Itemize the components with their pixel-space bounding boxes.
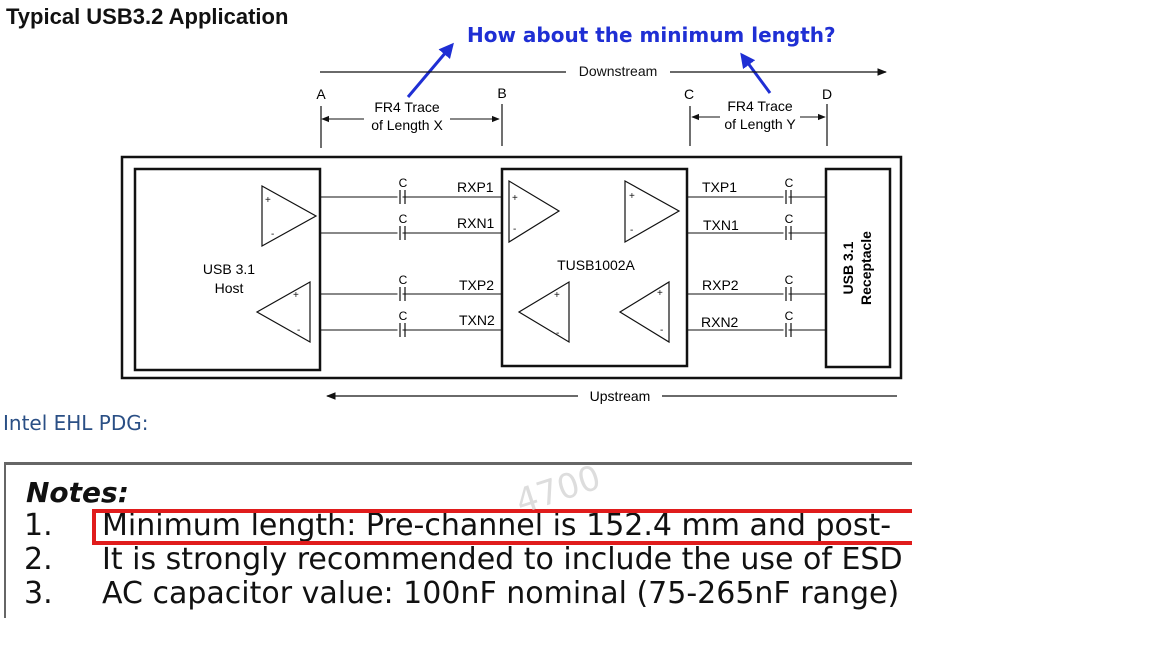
point-a: A xyxy=(316,86,326,102)
redriver-buffer-2 xyxy=(624,179,681,244)
notes-top-border xyxy=(4,462,912,465)
redriver-buffer-4 xyxy=(618,280,670,344)
signal-rxp2: RXP2 xyxy=(702,277,739,293)
sign: - xyxy=(297,325,300,336)
page-title: Typical USB3.2 Application xyxy=(6,4,289,29)
board-outline xyxy=(120,155,903,380)
cap-label: C xyxy=(785,273,794,287)
trace-y-label-1: FR4 Trace xyxy=(727,98,793,114)
sign: + xyxy=(512,193,518,204)
redriver-buffer-3 xyxy=(517,280,570,344)
signal-rxp1: RXP1 xyxy=(457,179,494,195)
usb-diagram: Downstream A B C D FR4 Trace of Length X… xyxy=(120,42,903,404)
usb-receptacle-block xyxy=(824,167,892,369)
question-arrow-left xyxy=(406,42,454,98)
note-text: It is strongly recommended to include th… xyxy=(102,542,903,577)
signal-rxn1: RXN1 xyxy=(457,215,495,231)
cap-label: C xyxy=(399,273,408,287)
sign: + xyxy=(554,290,560,301)
note-number: 2. xyxy=(24,542,53,577)
point-c: C xyxy=(684,86,694,102)
cap-label: C xyxy=(399,212,408,226)
upstream-label: Upstream xyxy=(590,388,651,404)
trace-x-label-2: of Length X xyxy=(371,117,443,133)
trace-x-label-1: FR4 Trace xyxy=(374,99,440,115)
trace-y-label-2: of Length Y xyxy=(724,116,796,132)
redriver-label: TUSB1002A xyxy=(557,257,635,273)
receptacle-label-2: Receptacle xyxy=(858,231,874,305)
sign: - xyxy=(513,224,516,235)
cap-label: C xyxy=(785,212,794,226)
receptacle-label-1: USB 3.1 xyxy=(840,241,856,294)
signal-txp2: TXP2 xyxy=(459,277,494,293)
cap-label: C xyxy=(399,309,408,323)
question-arrow-right xyxy=(740,52,772,94)
host-rx-buffer xyxy=(255,280,311,344)
cap-label: C xyxy=(785,309,794,323)
intel-pdg-label: Intel EHL PDG: xyxy=(3,411,149,435)
question-annotation: How about the minimum length? xyxy=(467,23,836,47)
point-d: D xyxy=(822,86,832,102)
redriver-buffer-1 xyxy=(508,179,561,244)
sign: + xyxy=(657,288,663,299)
host-tx-buffer xyxy=(261,184,318,248)
notes-excerpt: Notes: 1. Minimum length: Pre-channel is … xyxy=(4,462,912,618)
point-b: B xyxy=(497,85,506,101)
capacitors xyxy=(397,190,792,337)
host-label-2: Host xyxy=(215,280,244,296)
note-item: 3. AC capacitor value: 100nF nominal (75-… xyxy=(24,576,899,611)
note-item: 1. Minimum length: Pre-channel is 152.4 m… xyxy=(24,508,891,543)
notes-left-border xyxy=(4,462,6,618)
notes-title: Notes: xyxy=(26,476,129,509)
note-text: AC capacitor value: 100nF nominal (75-26… xyxy=(102,576,900,611)
sign: - xyxy=(660,325,663,336)
cap-label: C xyxy=(785,176,794,190)
note-text: Minimum length: Pre-channel is 152.4 mm … xyxy=(102,508,892,543)
sign: - xyxy=(630,225,633,236)
sign: - xyxy=(271,229,274,240)
signal-txn1: TXN1 xyxy=(703,217,739,233)
downstream-label: Downstream xyxy=(579,63,658,79)
note-number: 1. xyxy=(24,508,53,543)
cap-label: C xyxy=(399,176,408,190)
note-number: 3. xyxy=(24,576,53,611)
signal-rxn2: RXN2 xyxy=(701,314,739,330)
note-item: 2. It is strongly recommended to include … xyxy=(24,542,903,577)
sign: + xyxy=(265,195,271,206)
sign: + xyxy=(293,290,299,301)
sign: + xyxy=(629,191,635,202)
highlight-box xyxy=(92,509,912,545)
signal-txn2: TXN2 xyxy=(459,312,495,328)
sign: - xyxy=(556,328,559,339)
signal-txp1: TXP1 xyxy=(702,179,737,195)
host-label-1: USB 3.1 xyxy=(203,261,255,277)
